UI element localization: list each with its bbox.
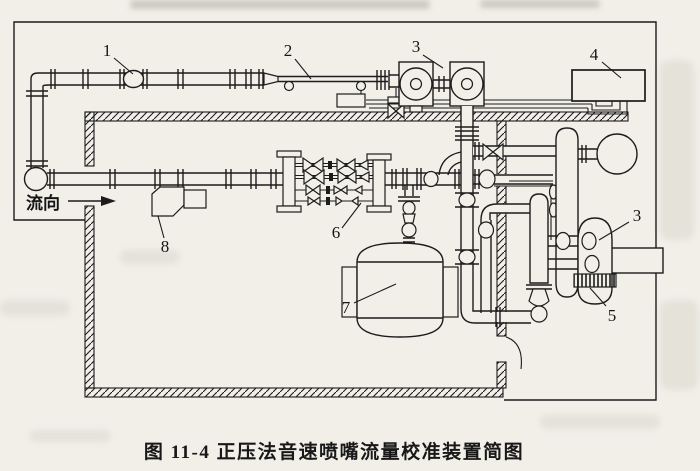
instrument-block	[151, 186, 207, 217]
vessel-port-upper	[581, 231, 597, 251]
callout-1-label: 1	[103, 41, 112, 60]
column-vessel	[526, 193, 552, 323]
callout-3-leader	[422, 54, 444, 69]
transducer-box	[336, 93, 366, 108]
callout-7-leader	[353, 283, 397, 304]
flow-direction: 流向	[26, 193, 116, 213]
chamber-wall-left-upper	[84, 111, 95, 167]
inlet-ball-elbow	[23, 166, 49, 192]
pressure-tap-1	[283, 80, 295, 92]
flow-direction-label: 流向	[26, 193, 60, 213]
callout-3b-leader	[598, 221, 630, 241]
reference-cylinder	[555, 127, 579, 298]
manifold-header-right	[366, 153, 392, 213]
pressure-tap-2	[355, 80, 367, 92]
test-line-outlet	[385, 168, 553, 190]
callout-4-leader	[601, 61, 622, 79]
callout-1-leader	[113, 57, 134, 75]
callout-2-label: 2	[284, 41, 293, 60]
callout-6-label: 6	[332, 223, 341, 242]
manifold-header-left	[276, 150, 302, 213]
outlet-duct	[609, 247, 664, 274]
filter-element	[573, 273, 617, 288]
figure-caption: 图 11-4 正压法音速喷嘴流量校准装置简图	[143, 442, 525, 463]
union-ball	[477, 221, 495, 239]
riser-drop-line	[455, 190, 531, 327]
pump-discharge-pipe	[438, 106, 479, 190]
chamber-walls	[84, 111, 629, 398]
callout-2-leader	[294, 58, 312, 80]
callout-4-label: 4	[590, 45, 599, 64]
calibration-tank	[341, 242, 459, 338]
callout-7-label: 7	[342, 298, 351, 317]
bypass-bend	[438, 151, 462, 176]
callout-3b-label: 3	[633, 206, 642, 225]
crossover-valve-line	[473, 142, 556, 162]
callout-8-leader	[157, 215, 165, 239]
chamber-door-arc	[505, 336, 522, 370]
callout-6-leader	[341, 202, 362, 229]
pump-unit-left	[398, 61, 434, 113]
chamber-wall-right	[496, 120, 507, 337]
venturi-inlet-cone	[263, 72, 279, 86]
flange	[26, 90, 48, 97]
flow-conditioner	[122, 69, 145, 89]
chamber-wall-top	[84, 111, 629, 122]
callout-8-label: 8	[161, 237, 170, 256]
callout-5-leader	[589, 287, 607, 307]
pump-pedestal	[409, 105, 423, 113]
outer-enclosure	[13, 21, 657, 401]
paper-bleed-texture	[0, 0, 698, 442]
vessel-port-lower	[584, 254, 600, 274]
chamber-wall-bottom	[84, 387, 504, 398]
pump-unit-right	[433, 61, 485, 107]
test-line	[23, 166, 283, 192]
control-cabinet	[571, 69, 646, 102]
callout-5-label: 5	[608, 306, 617, 325]
chamber-wall-right-stub	[496, 361, 507, 389]
supply-pipe-upper	[26, 69, 405, 168]
globe-valve	[482, 142, 494, 162]
sonic-nozzle-manifold	[276, 150, 392, 213]
venturi-throat	[278, 75, 388, 83]
tank-drop-line	[398, 185, 420, 243]
tank-bracket-right	[442, 266, 459, 318]
vessel-link-lines	[548, 231, 588, 270]
exhaust-vessel	[573, 217, 617, 305]
drop-valve	[387, 88, 405, 120]
sonic-nozzle	[357, 158, 369, 172]
column-top-line	[477, 203, 532, 313]
callouts: 1 2 3 4 3 5 6 7 8	[103, 37, 642, 325]
flange	[26, 160, 48, 167]
chamber-wall-left-lower	[84, 205, 95, 389]
callout-3-label: 3	[412, 37, 421, 56]
sphere-tank	[578, 133, 638, 175]
